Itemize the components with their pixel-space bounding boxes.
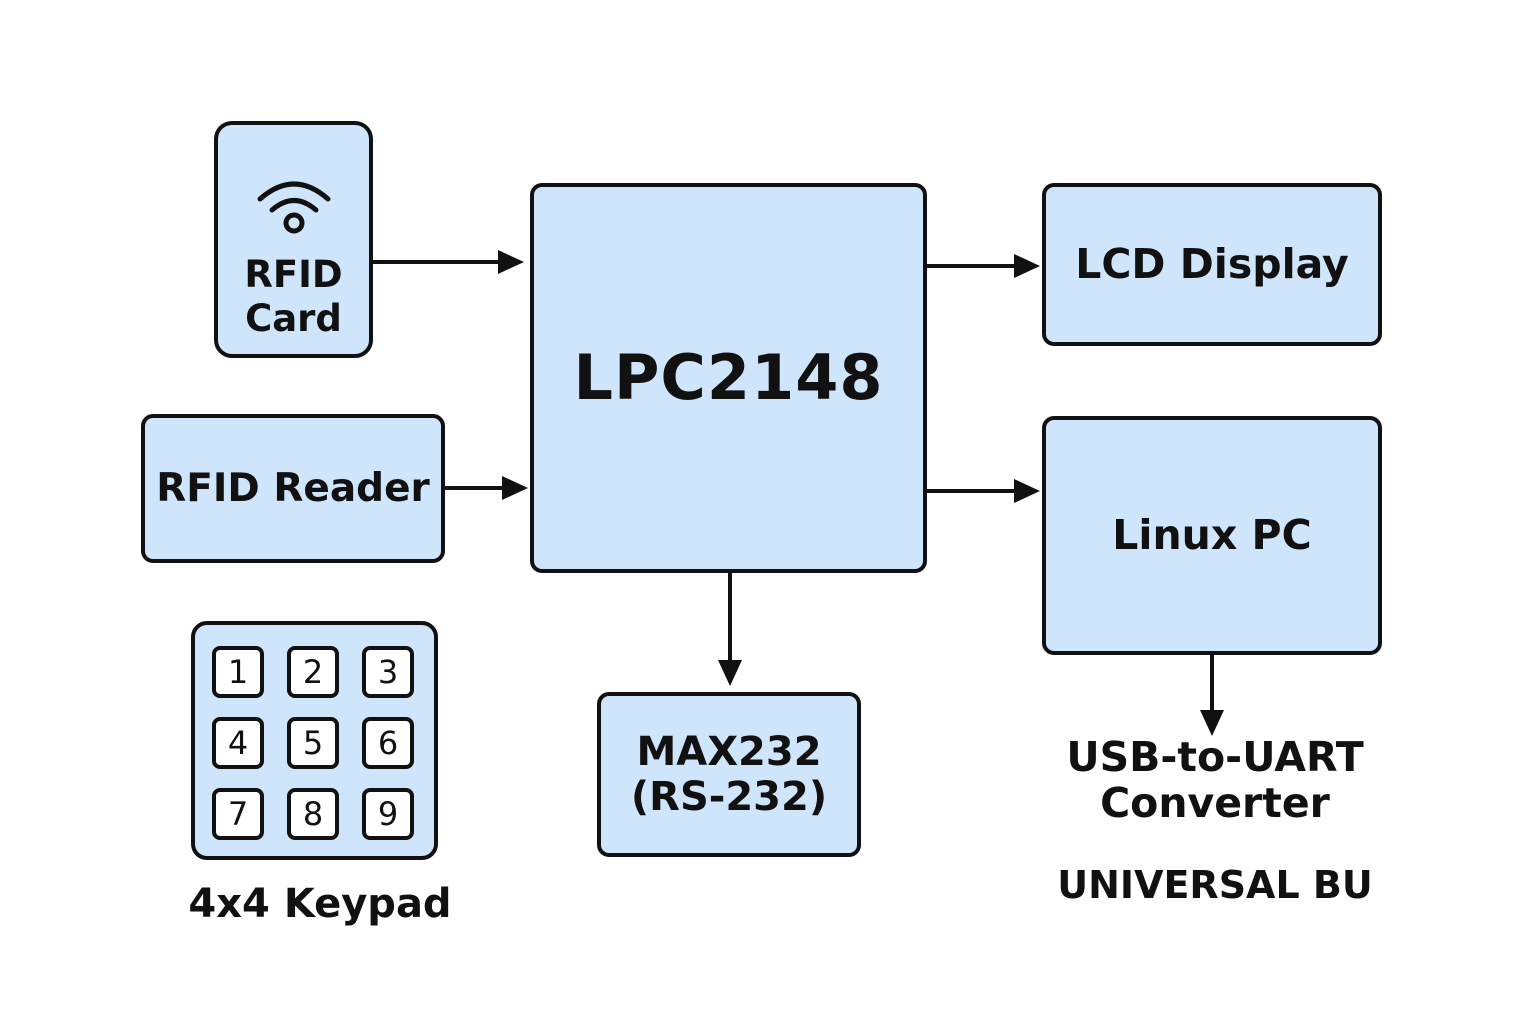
- universal-label: UNIVERSAL BU: [1057, 863, 1373, 907]
- linux-pc-label: Linux PC: [1112, 510, 1312, 559]
- lcd-display-label: LCD Display: [1075, 239, 1349, 288]
- arrowhead-linux-pc-to-usb-uart: [1200, 710, 1224, 736]
- arrowhead-mcu-to-max232: [718, 660, 742, 686]
- keypad-key: 3: [362, 646, 414, 698]
- rfid-reader-label: RFID Reader: [156, 465, 430, 511]
- rfid-reader-block: RFID Reader: [141, 414, 445, 563]
- arrowhead-card-to-mcu: [498, 250, 524, 274]
- keypad-caption: 4x4 Keypad: [188, 881, 452, 927]
- arrowhead-mcu-to-linux-pc: [1014, 479, 1040, 503]
- keypad-key: 2: [287, 646, 339, 698]
- keypad-key: 7: [212, 788, 264, 840]
- linux-pc-block: Linux PC: [1042, 416, 1382, 655]
- keypad-block: 1 2 3 4 5 6 7 8 9: [191, 621, 438, 860]
- keypad-key: 4: [212, 717, 264, 769]
- wireless-signal-icon: [254, 177, 334, 237]
- max232-label: MAX232 (RS-232): [630, 728, 828, 820]
- lpc2148-label: LPC2148: [573, 341, 884, 415]
- lcd-display-block: LCD Display: [1042, 183, 1382, 346]
- lpc2148-block: LPC2148: [530, 183, 927, 573]
- arrowhead-mcu-to-lcd: [1014, 254, 1040, 278]
- keypad-key: 6: [362, 717, 414, 769]
- keypad-key: 8: [287, 788, 339, 840]
- arrowhead-reader-to-mcu: [502, 476, 528, 500]
- rfid-card-block: RFID Card: [214, 121, 373, 358]
- keypad-key: 1: [212, 646, 264, 698]
- keypad-key: 5: [287, 717, 339, 769]
- rfid-card-label: RFID Card: [244, 253, 343, 340]
- usb-uart-label: USB-to-UART Converter: [1066, 733, 1364, 827]
- keypad-key: 9: [362, 788, 414, 840]
- max232-block: MAX232 (RS-232): [597, 692, 861, 857]
